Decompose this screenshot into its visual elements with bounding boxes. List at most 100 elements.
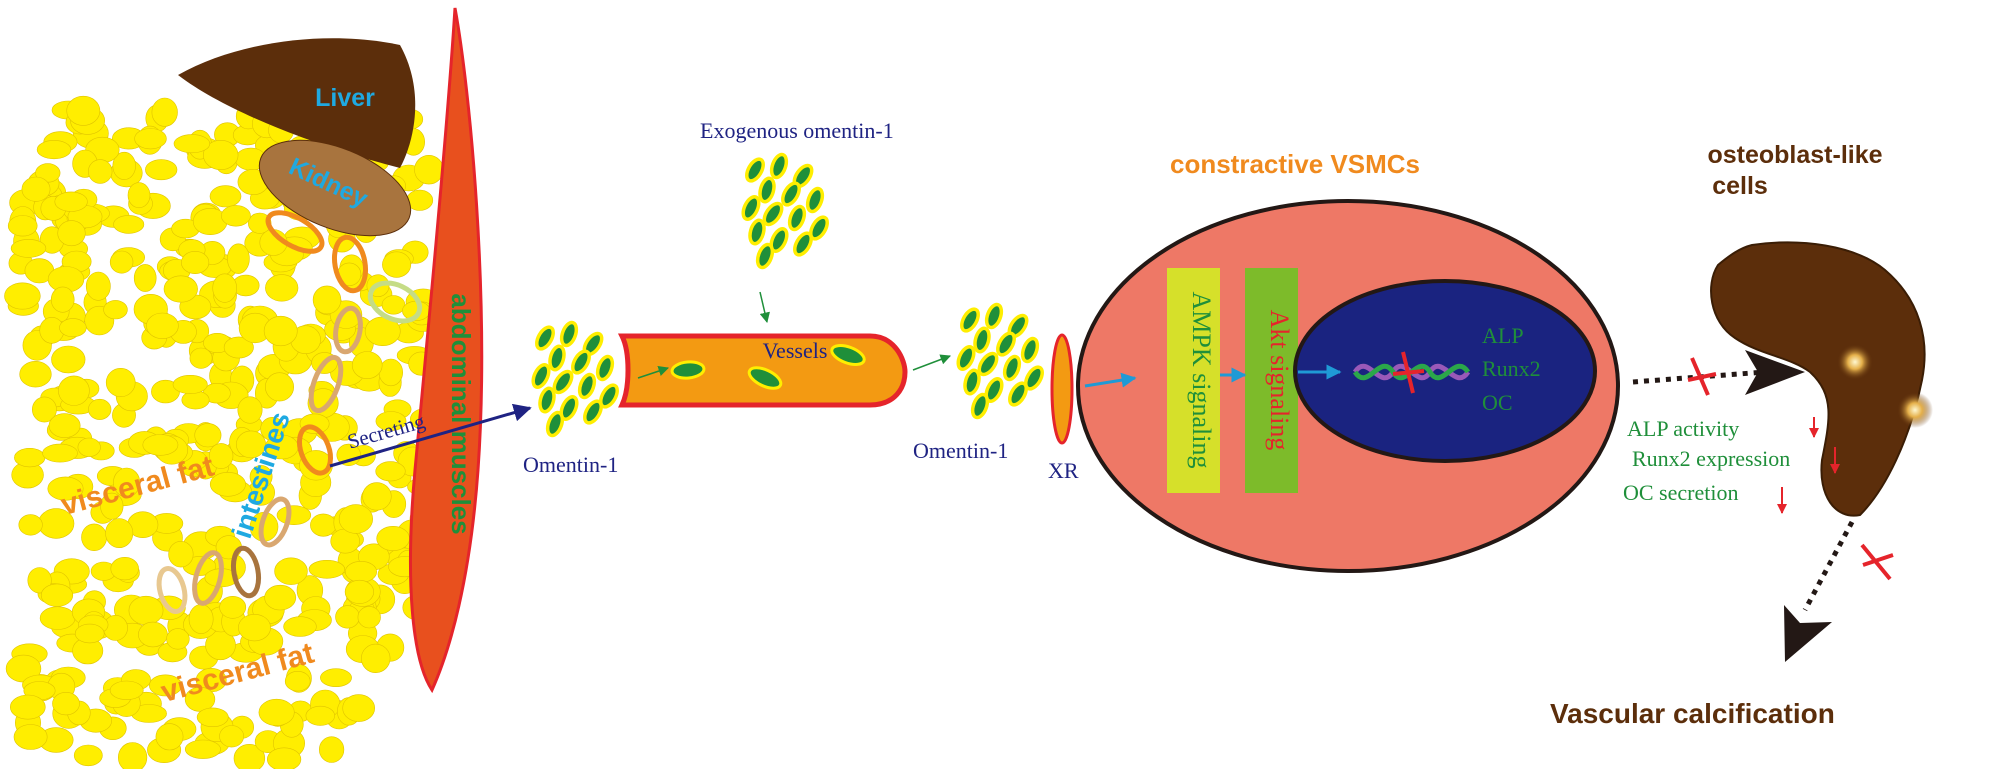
fat-blob <box>305 705 335 726</box>
fat-blob <box>172 374 208 394</box>
vessel-entry-arrow <box>637 366 669 379</box>
fat-blob <box>382 251 412 278</box>
fat-blob <box>249 465 273 489</box>
fat-blob <box>73 744 103 767</box>
omentin-particle <box>545 410 565 438</box>
fat-blob <box>58 375 90 406</box>
fat-blob <box>128 595 164 626</box>
fat-blob <box>238 613 271 642</box>
omentin-particle <box>583 399 603 425</box>
contractive-vsmc-title: constractive VSMCs <box>1170 149 1420 179</box>
fat-blob <box>27 567 52 594</box>
fat-blob <box>18 514 43 536</box>
calcification-block-cross <box>1860 543 1894 581</box>
fat-blob <box>189 347 213 369</box>
fat-blob <box>308 559 346 579</box>
fat-blob <box>362 482 392 511</box>
exogenous-arrow <box>759 291 770 324</box>
omentin-particle <box>1002 354 1022 382</box>
fat-blob <box>219 725 245 748</box>
vessels-label: Vessels <box>763 338 828 363</box>
fat-blob <box>344 560 377 583</box>
omentin-particle <box>758 176 776 204</box>
omentin-particle <box>748 218 766 246</box>
fat-blob <box>310 513 337 537</box>
fat-blob <box>163 275 198 303</box>
fat-blob <box>54 191 88 212</box>
vascular-calcification-label: Vascular calcification <box>1550 698 1835 729</box>
fat-blob <box>66 95 101 126</box>
fat-blob <box>151 97 178 127</box>
fat-blob <box>212 273 237 303</box>
fat-blob <box>166 628 190 650</box>
nucleus-alp-label: ALP <box>1482 323 1524 348</box>
osteoblast-glow-1 <box>1837 344 1873 380</box>
fat-blob <box>263 315 298 347</box>
fat-blob <box>10 239 47 258</box>
fat-blob <box>351 351 383 380</box>
fat-blob <box>338 504 374 534</box>
omentin-particle <box>984 302 1004 330</box>
omentin-particle <box>595 354 615 382</box>
fat-blob <box>208 443 234 469</box>
fat-blob <box>109 680 144 700</box>
fat-blob <box>227 243 250 274</box>
omentin-particle <box>769 152 789 180</box>
fat-blob <box>21 176 51 202</box>
omentin-cluster-right <box>956 302 1044 420</box>
fat-blob <box>375 461 406 482</box>
fat-blob <box>381 295 406 315</box>
osteoblast-cell <box>1710 241 1926 517</box>
fat-blob <box>146 312 179 339</box>
oc-secretion-label: OC secretion <box>1623 480 1738 505</box>
fat-blob <box>87 159 113 184</box>
omentin-particle <box>535 325 555 351</box>
fat-blob <box>42 443 78 463</box>
omentin-particle <box>956 345 976 371</box>
fat-blob <box>414 155 444 185</box>
fat-blob <box>52 691 80 716</box>
omentin-particle <box>809 215 829 241</box>
liver-shape <box>178 38 416 168</box>
fat-blob <box>81 523 108 551</box>
abdominal-muscles-shape <box>408 7 484 694</box>
fat-blob <box>196 707 229 727</box>
fat-blob <box>112 151 136 180</box>
omentin-particle <box>599 383 619 409</box>
fat-blob <box>237 396 263 424</box>
decrease-arrows <box>1777 417 1840 514</box>
fat-blob <box>283 616 317 637</box>
omentin-particle <box>762 201 784 227</box>
fat-blob <box>4 282 41 310</box>
fat-blob <box>142 434 179 456</box>
fat-blob <box>133 264 157 292</box>
omentin-right-label: Omentin-1 <box>913 438 1008 463</box>
fat-blob <box>59 318 87 338</box>
omentin-particle <box>787 204 807 232</box>
liver-label: Liver <box>315 84 375 112</box>
fat-blob <box>103 300 128 320</box>
fat-blob <box>19 361 52 388</box>
fat-blob <box>36 140 72 160</box>
vessel-exit-arrow <box>912 354 951 371</box>
omentin-particle <box>1008 381 1028 407</box>
omentin-particle <box>755 242 775 270</box>
fat-blob <box>194 423 222 448</box>
ampk-signaling-label: AMPK signaling <box>1187 292 1216 469</box>
osteoblast-to-calcification-arrowhead <box>1784 605 1832 662</box>
fat-blob <box>335 605 360 629</box>
vessel-omentin-particles <box>670 343 866 390</box>
fat-blob <box>168 540 194 568</box>
secreting-arrow <box>329 403 532 468</box>
fat-blob <box>109 250 134 274</box>
xr-label: XR <box>1048 458 1079 483</box>
omentin-particle <box>531 363 551 389</box>
akt-signaling-label: Akt signaling <box>1265 310 1294 451</box>
fat-blob <box>181 251 210 275</box>
omentin-particle <box>745 157 765 183</box>
fat-blob <box>375 411 407 432</box>
fat-blob <box>344 579 375 604</box>
alp-activity-label: ALP activity <box>1627 416 1739 441</box>
fat-blob <box>209 185 242 208</box>
visceral-fat-mass <box>4 95 444 769</box>
